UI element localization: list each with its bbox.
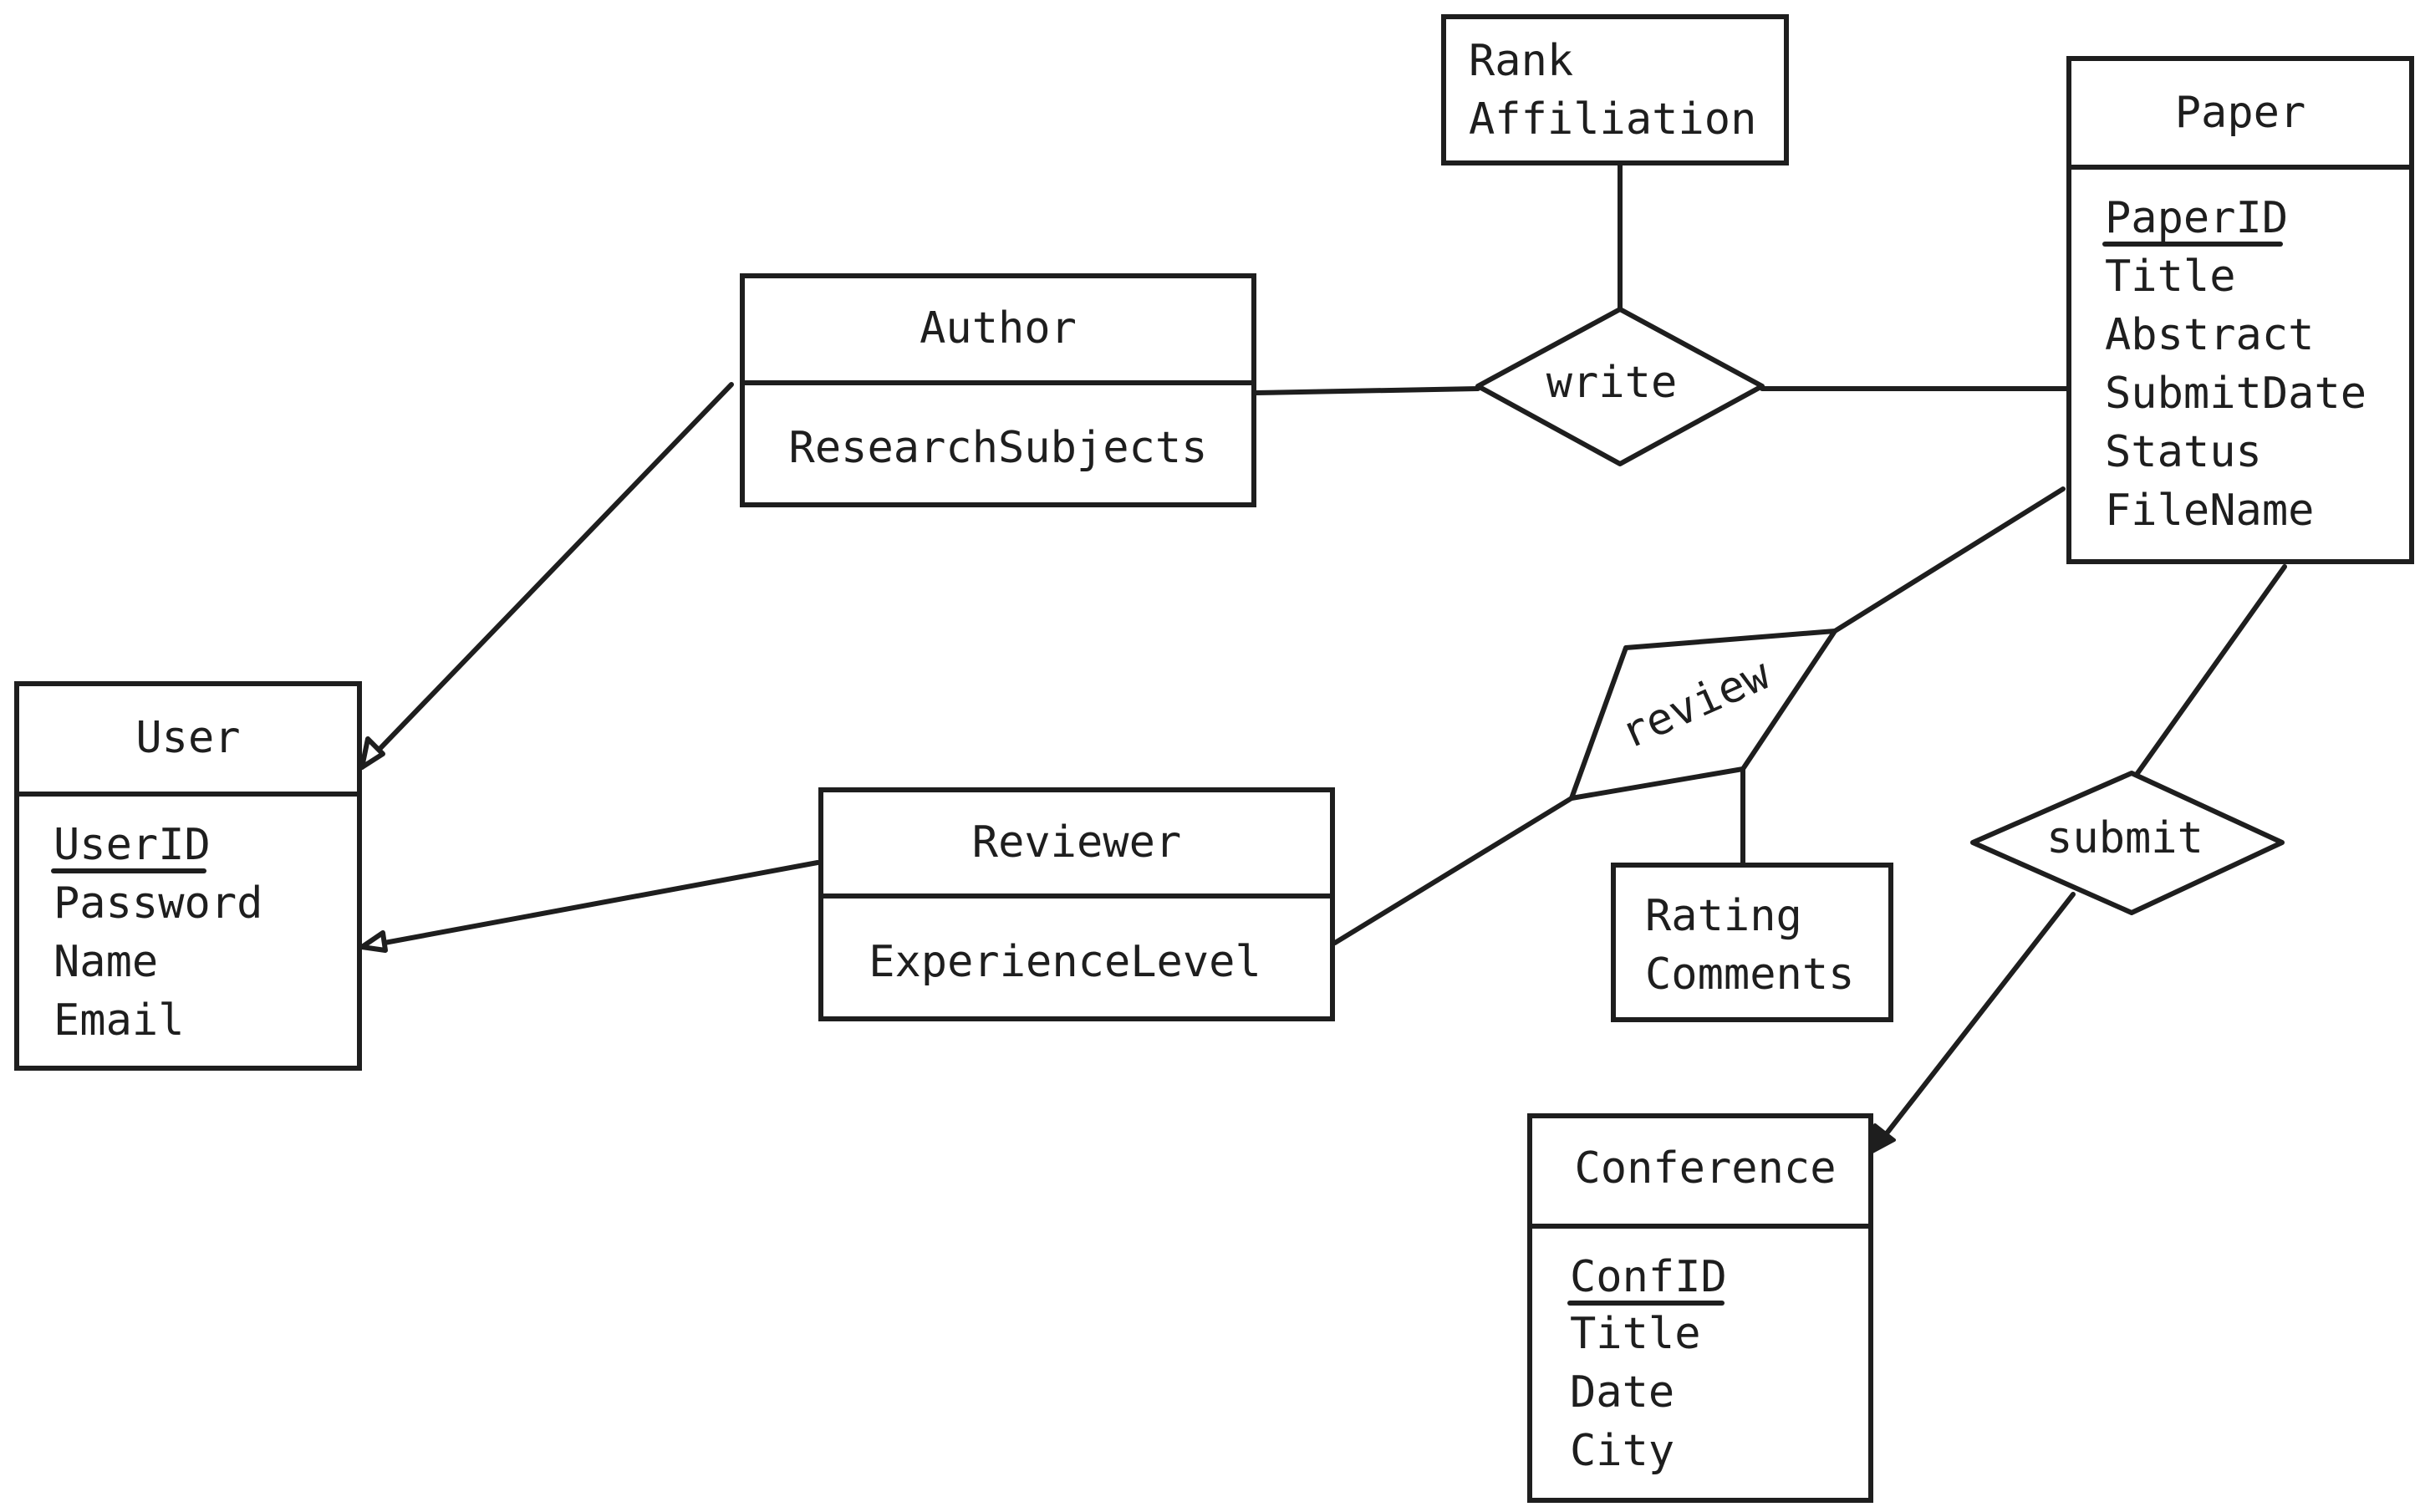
- arrowhead-author-user: [359, 736, 385, 770]
- entity-title: Conference: [1574, 1143, 1836, 1194]
- primary-key: ConfID: [1570, 1252, 1727, 1302]
- entity-reviewer[interactable]: Reviewer ExperienceLevel: [818, 787, 1335, 1021]
- entity-author[interactable]: Author ResearchSubjects: [740, 273, 1256, 507]
- relationship-attribute: Affiliation: [1469, 94, 1756, 145]
- write-attributes-box[interactable]: Rank Affiliation: [1441, 14, 1789, 165]
- edge-author-write: [1253, 386, 1480, 395]
- relationship-attribute: Comments: [1645, 949, 1854, 1000]
- entity-attribute: SubmitDate: [2105, 369, 2367, 419]
- entity-attribute: Title: [1570, 1309, 1701, 1359]
- entity-conference[interactable]: Conference ConfID Title Date City: [1527, 1113, 1873, 1503]
- arrowhead-submit-conference: [1871, 1123, 1896, 1153]
- relationship-review[interactable]: review: [1569, 629, 1837, 801]
- relationship-attribute: Rank: [1469, 36, 1573, 86]
- entity-user[interactable]: User UserID Password Name Email: [14, 681, 362, 1071]
- entity-attribute: City: [1570, 1426, 1674, 1476]
- entity-paper[interactable]: Paper PaperID Title Abstract SubmitDate …: [2066, 56, 2414, 564]
- relationship-label: write: [1546, 358, 1678, 408]
- entity-title: User: [135, 713, 240, 763]
- edge-author-user: [359, 382, 734, 770]
- primary-key: PaperID: [2105, 193, 2288, 243]
- entity-attribute: Abstract: [2105, 310, 2314, 360]
- edge-paper-submit: [2133, 564, 2287, 778]
- entity-attribute: Title: [2105, 252, 2236, 302]
- entity-title: Author: [920, 303, 1077, 354]
- connectors: [359, 163, 2287, 1143]
- entity-attribute: Status: [2105, 427, 2262, 477]
- entity-attribute: ExperienceLevel: [869, 937, 1261, 987]
- relationship-label: submit: [2046, 813, 2203, 863]
- relationship-attribute: Rating: [1645, 891, 1802, 941]
- primary-key: UserID: [53, 820, 211, 870]
- entity-title: Reviewer: [972, 817, 1181, 868]
- edge-reviewer-review: [1332, 796, 1574, 945]
- review-attributes-box[interactable]: Rating Comments: [1611, 863, 1893, 1022]
- entity-attribute: Name: [53, 937, 158, 987]
- entity-attribute: ResearchSubjects: [789, 423, 1208, 473]
- relationship-write[interactable]: write: [1475, 307, 1765, 466]
- entity-attribute: Date: [1570, 1367, 1674, 1418]
- edge-submit-conference: [1878, 892, 2076, 1143]
- edge-review-paper: [1832, 486, 2066, 634]
- arrowhead-reviewer-user: [359, 930, 388, 953]
- relationship-submit[interactable]: submit: [1970, 771, 2285, 915]
- entity-attribute: FileName: [2105, 486, 2314, 536]
- entity-title: Paper: [2175, 88, 2306, 138]
- entity-attribute: Email: [53, 995, 185, 1046]
- entity-attribute: Password: [53, 878, 262, 929]
- edge-reviewer-user: [359, 860, 820, 949]
